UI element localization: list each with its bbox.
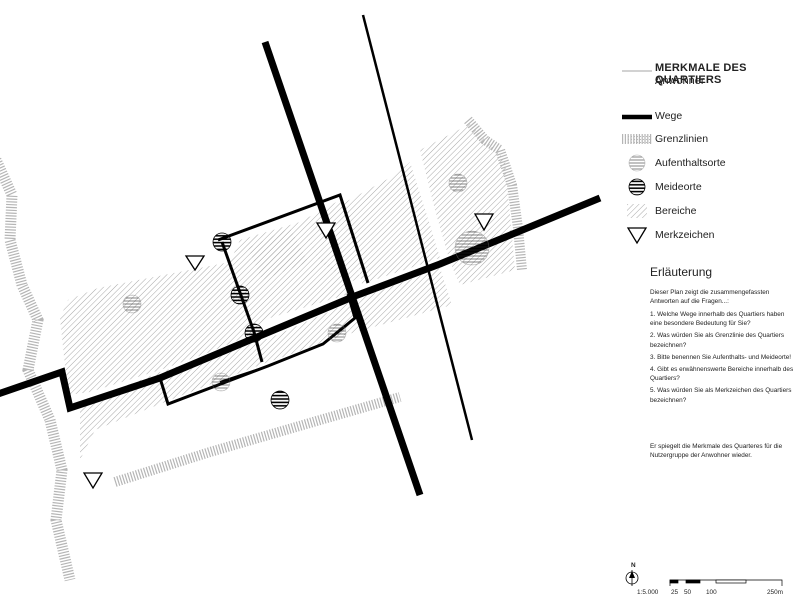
legend-title: MERKMALE DES QUARTIERS bbox=[655, 62, 747, 86]
weg-thin-north-loop bbox=[217, 193, 370, 284]
meideort-2 bbox=[230, 285, 250, 305]
weg-thin-east-1 bbox=[361, 14, 474, 441]
aufenthaltsort-5 bbox=[454, 230, 490, 266]
explanation-question: 2. Was würden Sie als Grenzlinie des Qua… bbox=[650, 332, 785, 349]
weg-main-axis bbox=[0, 194, 602, 413]
legend-label-grenzlinien: Grenzlinien bbox=[655, 133, 709, 145]
aufenthaltsort-3 bbox=[327, 323, 347, 343]
merkzeichen-3 bbox=[473, 213, 495, 232]
grenzlinie-west-river bbox=[0, 157, 76, 582]
merkzeichen bbox=[82, 213, 495, 490]
legend-swatch-bereiche bbox=[627, 204, 647, 218]
explanation-closing: Er spiegelt die Merkmale des Quarteres f… bbox=[650, 443, 783, 460]
legend-label-wege: Wege bbox=[655, 110, 683, 122]
legend-swatch-aufenthaltsorte bbox=[628, 154, 646, 172]
bereich-area-east-strip bbox=[340, 162, 440, 284]
aufenthaltsorte bbox=[122, 173, 490, 392]
scale-ratio: 1:5.000 bbox=[637, 589, 659, 596]
aufenthaltsort-1 bbox=[122, 294, 142, 314]
grenzlinie-south-strip bbox=[113, 392, 402, 487]
legend-item-bereiche: Bereiche bbox=[620, 202, 790, 222]
weg-north-south-thick bbox=[261, 40, 424, 497]
legend-swatches bbox=[622, 70, 652, 245]
explanation-heading: Erläuterung bbox=[650, 265, 713, 279]
north-label: N bbox=[631, 562, 636, 569]
meideort-1 bbox=[212, 232, 232, 252]
meideort-4 bbox=[270, 390, 290, 410]
explanation-questions: 1. Welche Wege innerhalb des Quartiers h… bbox=[650, 310, 795, 408]
scale-tick-50: 50 bbox=[684, 589, 692, 596]
explanation-question: 4. Gibt es erwähnenswerte Bereiche inner… bbox=[650, 366, 794, 383]
legend-label-merkzeichen: Merkzeichen bbox=[655, 229, 715, 241]
legend-subtitle: Anwohner bbox=[655, 75, 705, 87]
explanation-question: 5. Was würden Sie als Merkzeichen des Qu… bbox=[650, 387, 792, 404]
legend-item-grenzlinien: Grenzlinien bbox=[620, 130, 790, 150]
bereiche-areas bbox=[60, 124, 515, 460]
explanation-intro: Dieser Plan zeigt die zusammengefassten … bbox=[650, 289, 770, 306]
aufenthaltsort-4 bbox=[448, 173, 468, 193]
merkzeichen-4 bbox=[82, 472, 104, 490]
merkzeichen-1 bbox=[184, 255, 206, 272]
legend-label-aufenthaltsorte: Aufenthaltsorte bbox=[655, 157, 726, 169]
explanation-question: 1. Welche Wege innerhalb des Quartiers h… bbox=[650, 311, 785, 328]
meideorte bbox=[212, 232, 290, 410]
legend-item-wege: Wege bbox=[620, 107, 790, 127]
legend-swatch-meideorte bbox=[628, 178, 646, 196]
aufenthaltsort-2 bbox=[211, 372, 231, 392]
legend-label-meideorte: Meideorte bbox=[655, 181, 702, 193]
explanation-question: 3. Bitte benennen Sie Aufenthalts- und M… bbox=[650, 353, 792, 361]
scale-tick-100: 100 bbox=[706, 589, 717, 596]
legend-label-bereiche: Bereiche bbox=[655, 205, 697, 217]
legend-item-aufenthaltsorte: Aufenthaltsorte bbox=[620, 154, 790, 174]
legend-item-meideorte: Meideorte bbox=[620, 178, 790, 198]
scale-bar bbox=[669, 579, 783, 586]
north-arrow bbox=[625, 570, 639, 586]
merkzeichen-2 bbox=[315, 222, 337, 240]
scale-tick-250m: 250m bbox=[767, 589, 783, 596]
meideort-3 bbox=[244, 323, 264, 343]
legend-item-merkzeichen: Merkzeichen bbox=[620, 226, 790, 246]
legend-swatch-merkzeichen bbox=[626, 227, 648, 245]
weg-thin-inner-2 bbox=[158, 293, 357, 406]
scale-tick-25: 25 bbox=[671, 589, 679, 596]
bereich-area-north-block bbox=[248, 228, 308, 280]
